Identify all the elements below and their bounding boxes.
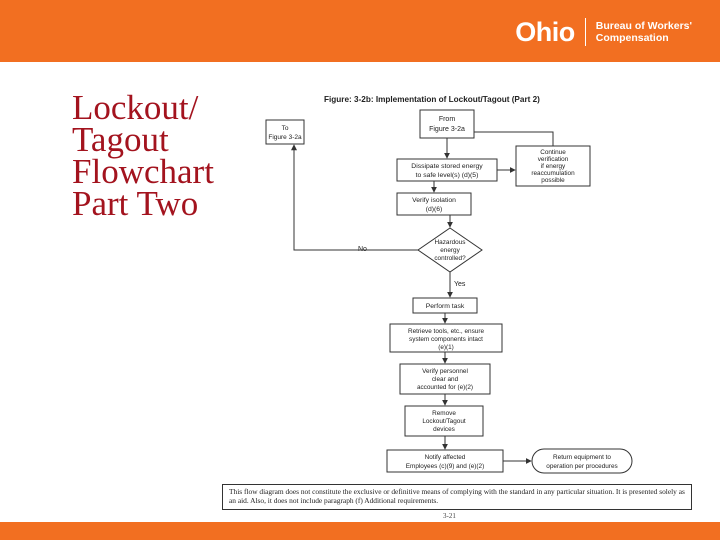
logo-subtitle-line-2: Compensation [595, 32, 669, 44]
dissipate-energy-box: Dissipate stored energy to safe level(s)… [396, 158, 498, 182]
retrieve-line-3: (e)(1) [438, 344, 454, 351]
logo-word: Ohio [515, 16, 575, 47]
return-line-2: operation per procedures [546, 463, 617, 470]
verify-isolation-box: Verify isolation (d)(6) [396, 192, 472, 216]
logo-divider [584, 18, 586, 46]
to-figure-box: To Figure 3-2a [265, 119, 305, 145]
decision-line-2: energy [440, 247, 460, 254]
notify-line-2: Employees (c)(9) and (e)(2) [406, 463, 485, 470]
continue-line-1: Continue [540, 149, 566, 156]
logo-subtitle: Bureau of Workers' Compensation [596, 20, 692, 44]
flowchart-figure: Figure: 3-2b: Implementation of Lockout/… [265, 95, 633, 474]
decision-line-1: Hazardous [435, 239, 466, 246]
slide-title: Lockout/ Tagout Flowchart Part Two [72, 88, 262, 223]
return-equipment-terminal: Return equipment to operation per proced… [531, 448, 633, 474]
figure-note: This flow diagram does not constitute th… [222, 484, 692, 510]
verify-personnel-line-2: clear and [432, 376, 459, 383]
perform-task-label: Perform task [426, 303, 465, 310]
yes-label: Yes [454, 281, 466, 288]
verify-personnel-box: Verify personnel clear and accounted for… [399, 363, 491, 395]
decision-line-3: controlled? [434, 255, 466, 262]
notify-line-1: Notify affected [425, 454, 466, 461]
header-bar: Ohio Bureau of Workers' Compensation [0, 0, 720, 62]
perform-task-box: Perform task [412, 297, 478, 314]
verify-personnel-line-1: Verify personnel [422, 368, 468, 375]
figure-caption: Figure: 3-2b: Implementation of Lockout/… [324, 95, 540, 104]
dissipate-line-2: to safe level(s) (d)(5) [416, 172, 479, 179]
title-line-4: Part Two [72, 184, 199, 223]
title-line-3: Flowchart [72, 152, 214, 191]
remove-line-2: Lockout/Tagout [422, 418, 466, 425]
footer-bar [0, 522, 720, 540]
verify-isolation-line-2: (d)(6) [426, 206, 443, 213]
from-box-line-2: Figure 3-2a [429, 126, 465, 133]
logo-subtitle-line-1: Bureau of Workers' [595, 20, 692, 32]
hazardous-energy-decision: Hazardous energy controlled? [417, 227, 483, 273]
continue-line-3: if energy [541, 163, 566, 170]
ohio-bwc-logo: Ohio Bureau of Workers' Compensation [515, 12, 692, 52]
verify-personnel-line-3: accounted for (e)(2) [417, 384, 473, 391]
title-line-1: Lockout/ [72, 88, 199, 127]
return-line-1: Return equipment to [553, 454, 611, 461]
flow-connectors [291, 131, 554, 464]
remove-devices-box: Remove Lockout/Tagout devices [404, 405, 484, 437]
dissipate-line-1: Dissipate stored energy [411, 163, 483, 170]
continue-line-2: verification [538, 156, 569, 163]
retrieve-tools-box: Retrieve tools, etc., ensure system comp… [389, 323, 503, 353]
title-line-2: Tagout [72, 120, 169, 159]
to-box-line-1: To [282, 125, 289, 132]
remove-line-3: devices [433, 426, 455, 433]
retrieve-line-1: Retrieve tools, etc., ensure [408, 328, 484, 335]
page-number: 3-21 [443, 512, 456, 520]
verify-isolation-line-1: Verify isolation [412, 197, 456, 204]
to-box-line-2: Figure 3-2a [268, 134, 302, 141]
from-box-line-1: From [439, 116, 456, 123]
from-figure-box: From Figure 3-2a [419, 109, 475, 139]
retrieve-line-2: system components intact [409, 336, 483, 343]
remove-line-1: Remove [432, 410, 456, 417]
continue-line-5: possible [541, 177, 565, 184]
continue-verification-box: Continue verification if energy reaccumu… [515, 145, 591, 187]
notify-employees-box: Notify affected Employees (c)(9) and (e)… [386, 449, 504, 473]
continue-line-4: reaccumulation [531, 170, 575, 177]
